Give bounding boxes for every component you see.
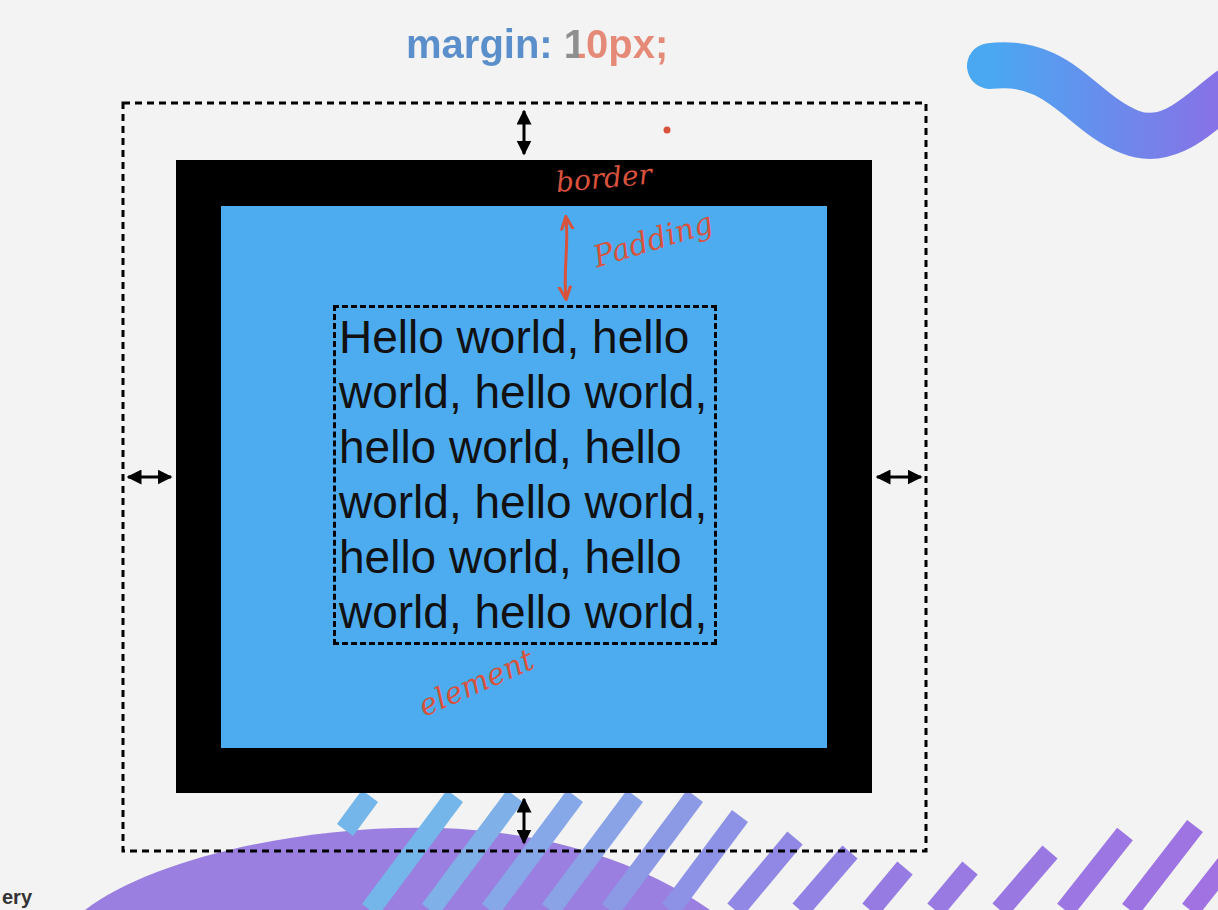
padding-arrow xyxy=(565,218,567,298)
content-text: Hello world, hello world, hello world, h… xyxy=(339,310,711,640)
margin-outline xyxy=(123,103,926,851)
title: margin: 10px; xyxy=(406,22,668,67)
padding-annotation: Padding xyxy=(589,205,717,275)
watermark: ery xyxy=(2,886,32,909)
red-dot xyxy=(664,127,671,134)
element-annotation: element xyxy=(413,642,539,724)
border-box xyxy=(176,160,872,793)
content-box: Hello world, hello world, hello world, h… xyxy=(333,305,717,645)
margin-arrows xyxy=(128,111,921,843)
stripes xyxy=(345,796,1218,910)
border-annotation: border xyxy=(555,158,654,199)
swoosh-decoration xyxy=(990,65,1218,136)
padding-area xyxy=(221,206,827,748)
